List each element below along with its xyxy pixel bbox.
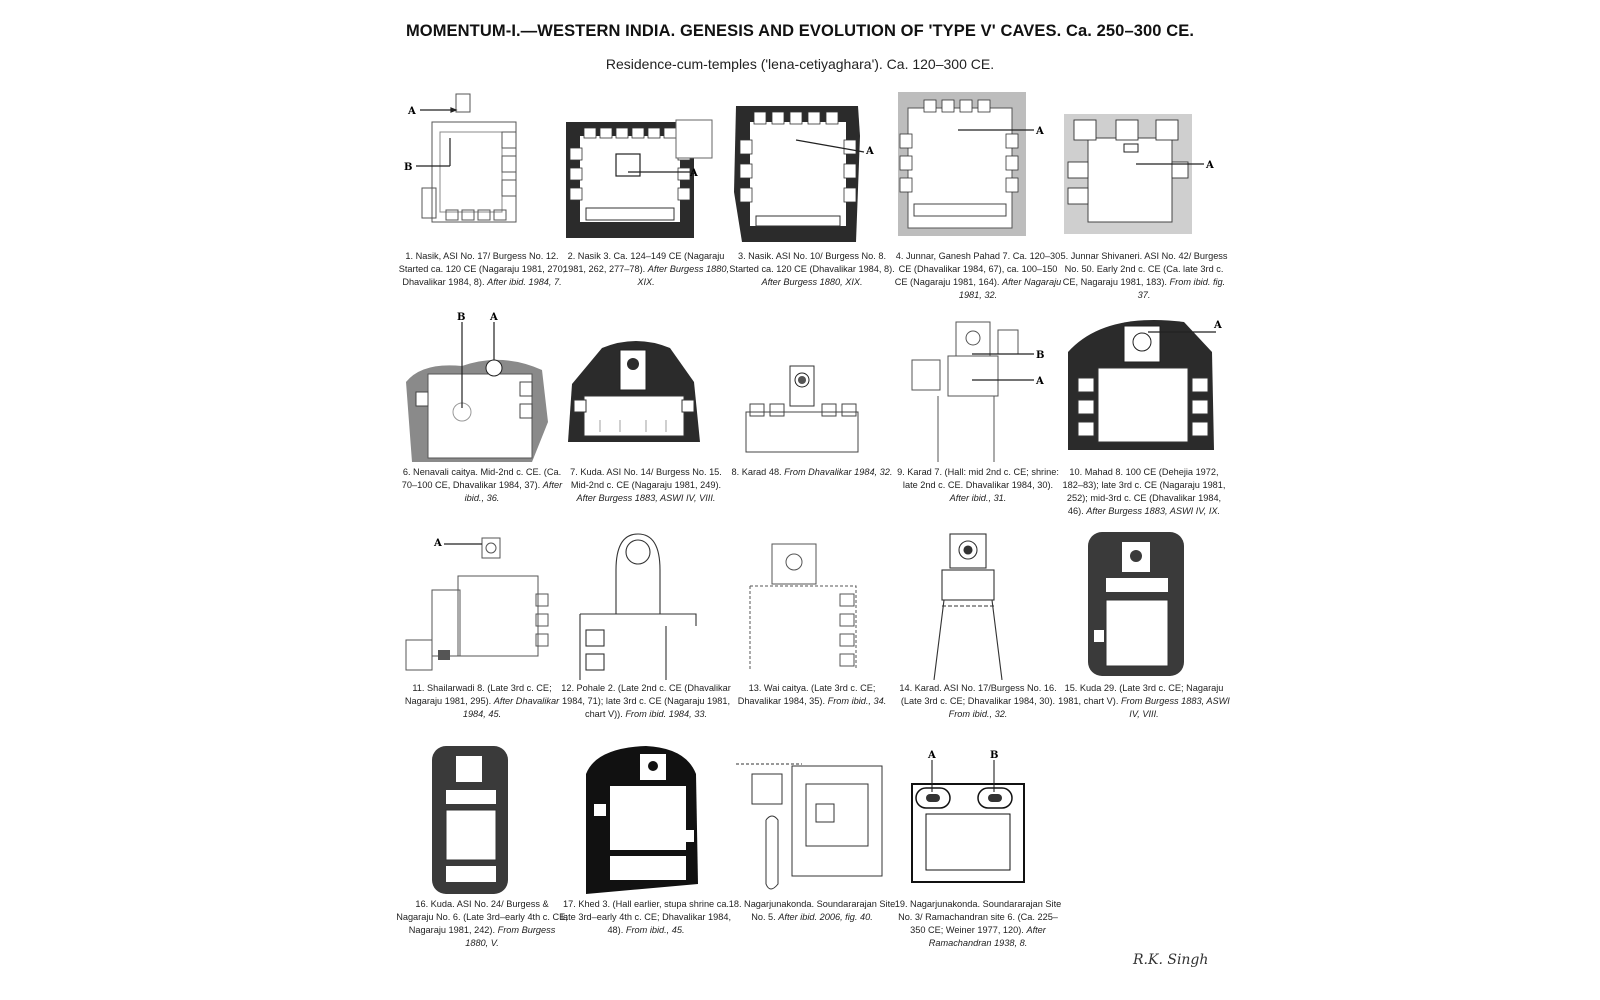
caption-text: 7. Kuda. ASI No. 14/ Burgess No. 15. Mid… [570,467,722,490]
figure-18-caption: 18. Nagarjunakonda. Soundararajan Site N… [726,898,898,924]
cave-plan-karad-7: B A [911,321,1044,462]
caption-source: From ibid. 1984, 33. [625,709,708,719]
label-b: B [457,312,465,323]
caption-source: After ibid., 31. [949,493,1007,503]
label-a: A [927,750,936,761]
caption-source: After Burgess 1883, ASWI IV, IX. [1086,506,1221,516]
caption-source: After ibid. 2006, fig. 40. [778,912,873,922]
figure-17-caption: 17. Khed 3. (Hall earlier, stupa shrine … [560,898,732,937]
figure-16-caption: 16. Kuda. ASI No. 24/ Burgess & Nagaraju… [396,898,568,950]
figure-9-caption: 9. Karad 7. (Hall: mid 2nd c. CE; shrine… [892,466,1064,505]
cave-plan-nasik-17: A B [404,93,517,223]
caption-source: After Burgess 1880, XIX. [761,277,863,287]
caption-text: 11. Shailarwadi 8. (Late 3rd c. CE; Naga… [404,683,552,706]
caption-source: From ibid. fig. 37. [1137,277,1226,300]
caption-source: After ibid. 1984, 7. [487,277,562,287]
caption-text: 16. Kuda. ASI No. 24/ Burgess & Nagaraju… [396,899,568,935]
label-a: A [865,146,874,157]
cave-plan-junnar-ganesh-pahad: A [898,92,1044,236]
caption-text: 1. Nasik, ASI No. 17/ Burgess No. 12. St… [398,251,566,287]
caption-source: From Burgess 1880, V. [465,925,556,948]
figure-5-caption: 5. Junnar Shivaneri. ASI No. 42/ Burgess… [1058,250,1230,302]
caption-source: From Burgess 1883, ASWI IV, VIII. [1120,696,1230,719]
figure-3-caption: 3. Nasik. ASI No. 10/ Burgess No. 8. Sta… [726,250,898,289]
caption-text: 8. Karad 48. [731,467,782,477]
figure-19-caption: 19. Nagarjunakonda. Soundararajan Site N… [892,898,1064,950]
cave-plan-kuda-24 [432,746,508,894]
figure-1-caption: 1. Nasik, ASI No. 17/ Burgess No. 12. St… [396,250,568,289]
label-b: B [404,162,412,173]
label-a: A [407,106,416,117]
figure-2-caption: 2. Nasik 3. Ca. 124–149 CE (Nagaraju 198… [560,250,732,289]
cave-plan-khed-3 [586,746,698,894]
page-subtitle: Residence-cum-temples ('lena-cetiyaghara… [605,56,995,72]
figure-6-caption: 6. Nenavali caitya. Mid-2nd c. CE. (Ca. … [396,466,568,505]
figure-8-caption: 8. Karad 48. From Dhavalikar 1984, 32. [726,466,898,479]
cave-plan-nasik-3: A [566,119,713,238]
caption-text: 12. Pohale 2. (Late 2nd c. CE (Dhavalika… [561,683,731,719]
caption-text: 3. Nasik. ASI No. 10/ Burgess No. 8. Sta… [729,251,895,274]
figure-14-caption: 14. Karad. ASI No. 17/Burgess No. 16. (L… [892,682,1064,721]
figure-4-caption: 4. Junnar, Ganesh Pahad 7. Ca. 120–30 CE… [892,250,1064,302]
cave-plan-nenavali: B A [406,312,548,462]
caption-text: 13. Wai caitya. (Late 3rd c. CE; Dhavali… [737,683,876,706]
figure-13-caption: 13. Wai caitya. (Late 3rd c. CE; Dhavali… [726,682,898,708]
cave-plan-wai [749,543,857,670]
caption-text: 17. Khed 3. (Hall earlier, stupa shrine … [560,899,732,935]
cave-plan-kuda-29 [1088,532,1184,676]
figure-11-caption: 11. Shailarwadi 8. (Late 3rd c. CE; Naga… [396,682,568,721]
label-a: A [1035,376,1044,387]
label-a: A [689,168,698,179]
author-signature: R.K. Singh [1133,952,1209,968]
label-a: A [489,312,498,323]
figure-12-caption: 12. Pohale 2. (Late 2nd c. CE (Dhavalika… [560,682,732,721]
label-b: B [990,750,998,761]
caption-source: After Burgess 1880, XIX. [637,264,729,287]
caption-text: 18. Nagarjunakonda. Soundararajan Site N… [728,899,896,922]
caption-source: After Dhavalikar 1984, 45. [462,696,560,719]
caption-source: After Nagaraju 1981, 32. [958,277,1062,300]
label-a: A [1205,160,1214,171]
caption-source: From ibid., 32. [948,709,1008,719]
caption-text: 15. Kuda 29. (Late 3rd c. CE; Nagaraju 1… [1058,683,1224,706]
caption-text: 9. Karad 7. (Hall: mid 2nd c. CE; shrine… [897,467,1059,490]
caption-source: From ibid., 45. [625,925,685,935]
cave-plan-karad-48 [745,365,859,453]
caption-source: From Dhavalikar 1984, 32. [784,467,893,477]
caption-source: After Ramachandran 1938, 8. [928,925,1046,948]
cave-plan-karad-17 [933,533,1003,680]
cave-plan-nagarjunakonda-3: A B [911,750,1025,883]
caption-text: 5. Junnar Shivaneri. ASI No. 42/ Burgess… [1060,251,1228,287]
caption-source: After Burgess 1883, ASWI IV, VIII. [576,493,716,503]
page-title: MOMENTUM-I.—WESTERN INDIA. GENESIS AND E… [405,22,1195,40]
caption-text: 2. Nasik 3. Ca. 124–149 CE (Nagaraju 198… [562,251,725,274]
cave-plan-junnar-shivaneri: A [1064,114,1214,234]
cave-plan-kuda-14 [568,341,700,442]
caption-source: From ibid., 34. [827,696,887,706]
cave-plan-pohale-2 [579,533,697,680]
label-b: B [1036,350,1044,361]
caption-text: 14. Karad. ASI No. 17/Burgess No. 16. (L… [899,683,1057,706]
cave-plan-nasik-10: A [734,106,874,242]
caption-text: 10. Mahad 8. 100 CE (Dehejia 1972, 182–8… [1062,467,1226,516]
caption-text: 19. Nagarjunakonda. Soundararajan Site N… [894,899,1062,935]
cave-plan-shailarwadi: A [405,537,549,671]
figure-7-caption: 7. Kuda. ASI No. 14/ Burgess No. 15. Mid… [560,466,732,505]
caption-text: 6. Nenavali caitya. Mid-2nd c. CE. (Ca. … [401,467,562,490]
caption-text: 4. Junnar, Ganesh Pahad 7. Ca. 120–30 CE… [894,251,1061,287]
figure-10-caption: 10. Mahad 8. 100 CE (Dehejia 1972, 182–8… [1058,466,1230,518]
label-a: A [1213,320,1222,331]
cave-plan-mahad-8: A [1068,320,1222,450]
label-a: A [1035,126,1044,137]
figure-15-caption: 15. Kuda 29. (Late 3rd c. CE; Nagaraju 1… [1058,682,1230,721]
label-a: A [433,538,442,549]
cave-plan-nagarjunakonda-5 [736,763,883,890]
caption-source: After ibid., 36. [464,480,563,503]
